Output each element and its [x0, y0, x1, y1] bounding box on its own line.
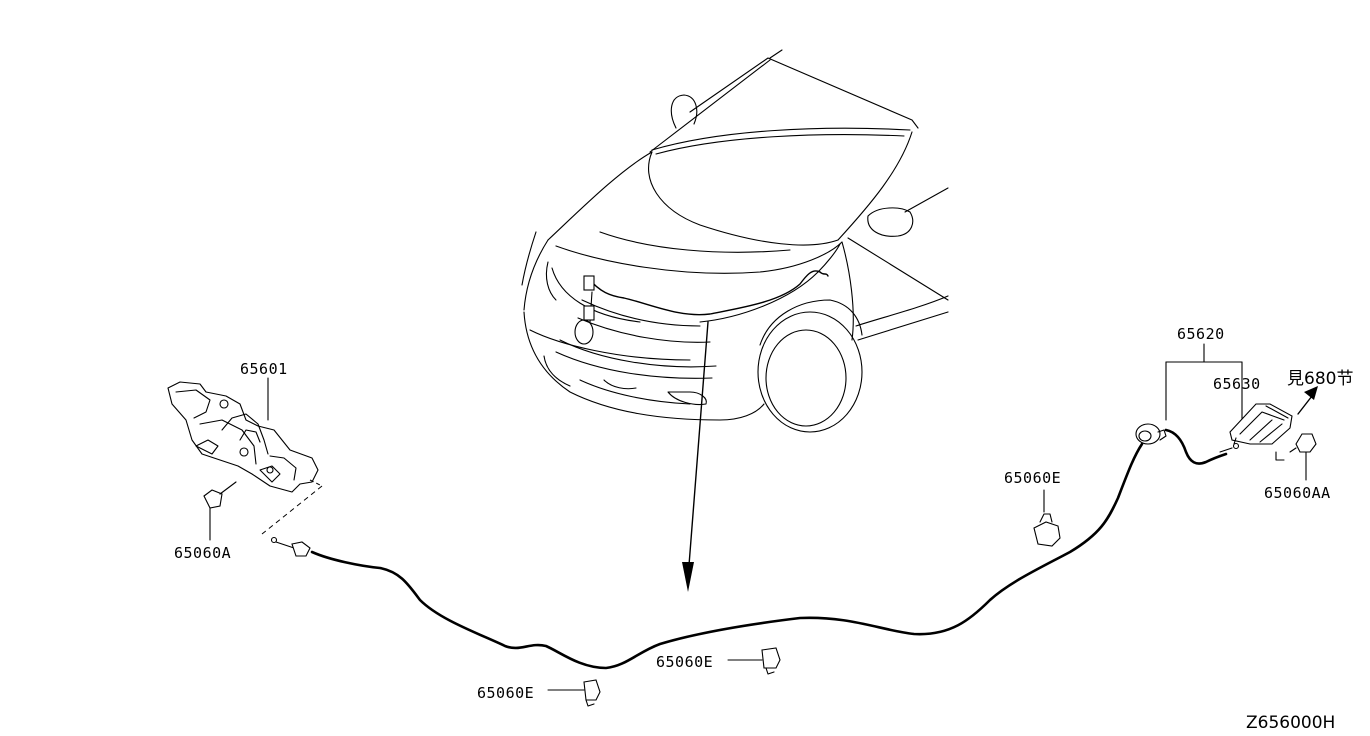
bracket-65620 [1165, 343, 1243, 421]
part-label-65060e-bottom: 65060E [477, 684, 534, 702]
bolt-65060aa [1275, 433, 1317, 481]
part-label-65060e-right: 65060E [1004, 469, 1061, 487]
hood-lock-control-cable [270, 423, 1240, 670]
cross-reference-arrow [1297, 386, 1318, 415]
clip-65060e-center [727, 647, 781, 675]
part-label-65060a: 65060A [174, 544, 231, 562]
clip-65060e-bottom [547, 679, 601, 707]
location-arrow [682, 321, 709, 592]
clip-65060e-right [1033, 489, 1061, 547]
car-front-illustration [521, 49, 949, 433]
connection-dashed-line [261, 485, 323, 535]
hood-lock-assembly [167, 381, 319, 493]
cross-reference-label: 見680节 [1287, 369, 1353, 389]
part-label-65060aa: 65060AA [1264, 484, 1331, 502]
part-label-65620: 65620 [1177, 325, 1225, 343]
part-label-65630: 65630 [1213, 375, 1261, 393]
hood-release-handle [1229, 403, 1293, 445]
part-label-65601: 65601 [240, 360, 288, 378]
part-label-65060e-center: 65060E [656, 653, 713, 671]
bolt-65060a [203, 481, 237, 541]
diagram-reference-code: Z656000H [1246, 713, 1335, 733]
